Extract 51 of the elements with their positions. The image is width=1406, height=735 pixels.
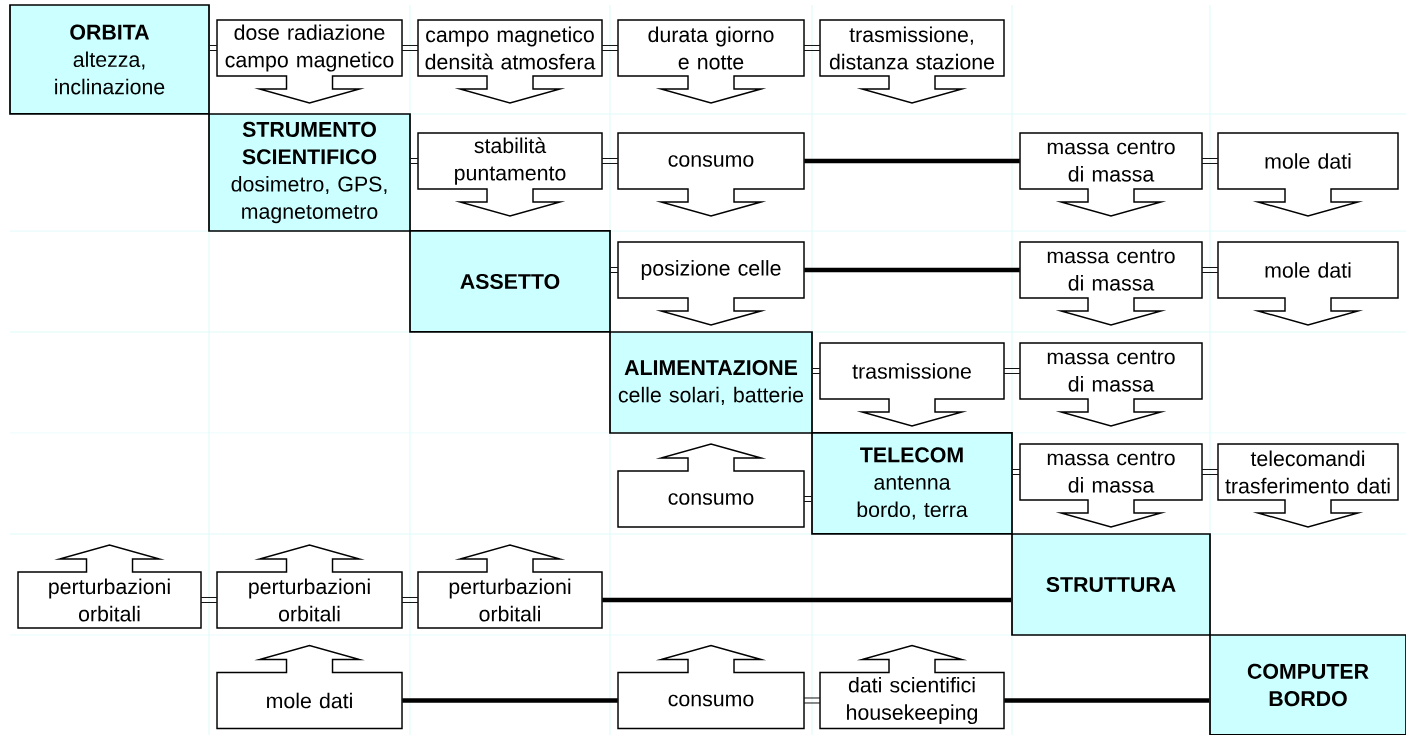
connector-bridge <box>803 45 821 51</box>
arrow-callout-box: consumo <box>617 132 805 217</box>
connector-bridge <box>1012 469 1021 475</box>
arrow-callout-box: perturbazioni orbitali <box>216 544 403 629</box>
arrow-callout-box: perturbazioni orbitali <box>417 544 603 629</box>
arrow-callout-box: campo magnetico densità atmosfera <box>417 19 603 104</box>
arrow-callout-box: durata giorno e notte <box>617 19 805 104</box>
arrow-callout-box: consumo <box>617 644 805 730</box>
connector-bridge <box>803 697 821 704</box>
connector-bridge <box>812 368 821 374</box>
arrow-callout-box: perturbazioni orbitali <box>17 544 202 629</box>
connector-bridge <box>1201 158 1219 164</box>
arrow-callout-box: dati scientifici housekeeping <box>819 644 1005 730</box>
connector-bridge <box>401 45 419 51</box>
connector-bridge <box>1003 368 1021 374</box>
connector-bridge <box>200 597 218 603</box>
connector-bridge <box>1201 267 1219 273</box>
connector-bridge <box>610 267 619 273</box>
arrow-callout-box: massa centro di massa <box>1019 342 1203 427</box>
subsystem-box: ORBITA altezza, inclinazione <box>9 4 210 115</box>
connector-line <box>402 698 618 703</box>
subsystem-box: STRUMENTO SCIENTIFICO dosimetro, GPS, magnetometro <box>208 113 411 232</box>
arrow-callout-box: massa centro di massa <box>1019 132 1203 217</box>
arrow-callout-box: posizione celle <box>617 241 805 326</box>
arrow-callout-box: trasmissione <box>819 342 1005 427</box>
arrow-callout-box: consumo <box>617 443 805 528</box>
connector-line <box>1004 698 1210 703</box>
connector-line <box>804 267 1020 273</box>
subsystem-box: ALIMENTAZIONE celle solari, batterie <box>609 331 813 434</box>
arrow-callout-box: massa centro di massa <box>1019 241 1203 326</box>
connector-bridge <box>601 45 619 51</box>
subsystem-box: COMPUTER BORDO <box>1209 634 1406 735</box>
arrow-callout-box: massa centro di massa <box>1019 443 1203 528</box>
arrow-callout-box: stabilità puntamento <box>417 132 603 217</box>
connector-bridge <box>209 45 218 51</box>
arrow-callout-box: telecomandi trasferimento dati <box>1217 443 1399 528</box>
connector-bridge <box>803 496 812 502</box>
connector-bridge <box>1201 469 1219 475</box>
connector-line <box>602 597 1012 603</box>
arrow-callout-box: dose radiazione campo magnetico <box>216 19 403 104</box>
subsystem-box: STRUTTURA <box>1011 533 1211 636</box>
arrow-callout-box: trasmissione, distanza stazione <box>819 19 1005 104</box>
subsystem-box: TELECOM antenna bordo, terra <box>811 432 1013 535</box>
connector-line <box>804 158 1020 164</box>
arrow-callout-box: mole dati <box>1217 132 1399 217</box>
connector-bridge <box>601 158 619 164</box>
arrow-callout-box: mole dati <box>216 644 403 730</box>
arrow-callout-box: mole dati <box>1217 241 1399 326</box>
subsystem-box: ASSETTO <box>409 230 611 333</box>
connector-bridge <box>401 597 419 603</box>
connector-bridge <box>410 158 419 164</box>
